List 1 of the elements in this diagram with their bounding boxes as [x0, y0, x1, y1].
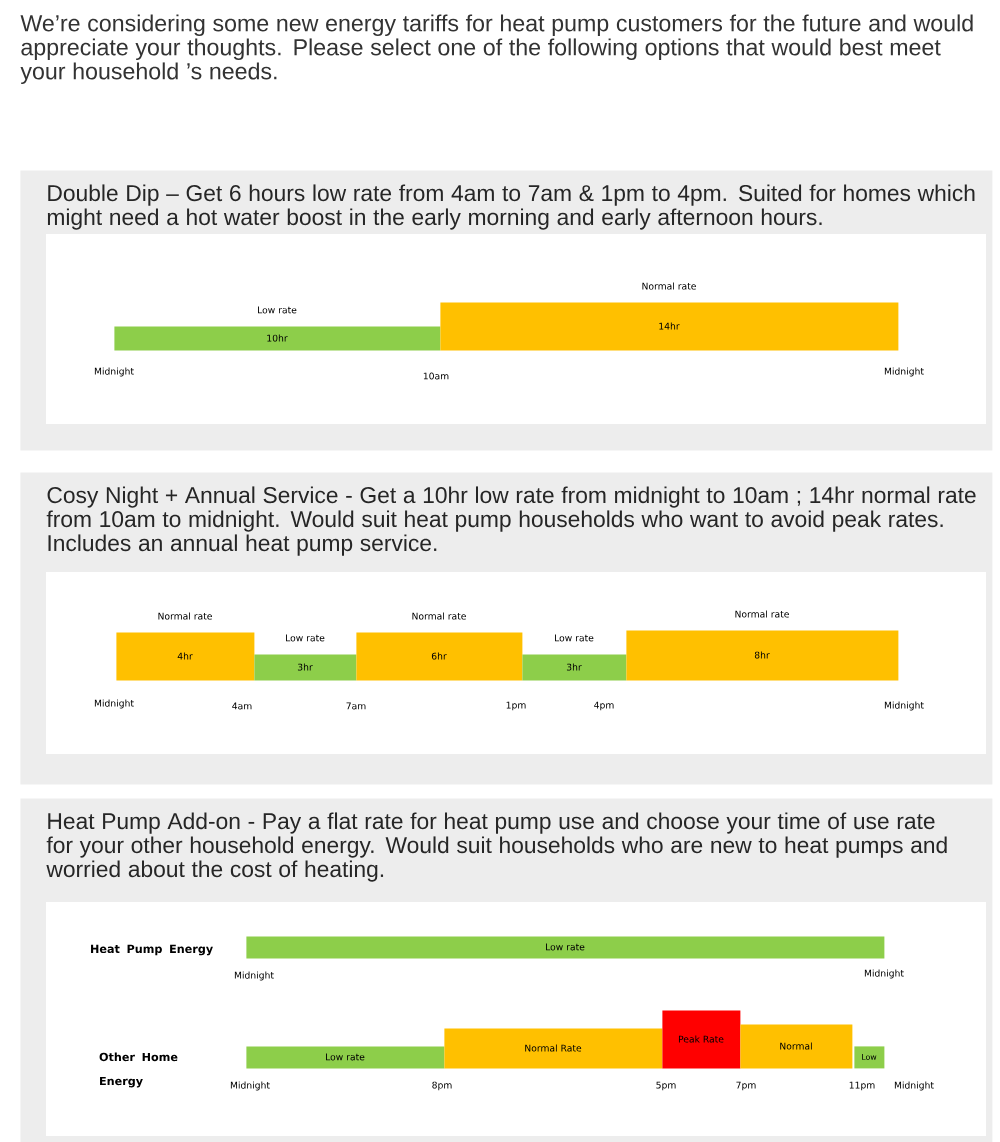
intro-text: We’re considering some new energy tariffs for heat pump customers for the future and would appreciate your thoughts. Please select one of the following options that would best meet your household ’s needs. [20, 14, 973, 85]
